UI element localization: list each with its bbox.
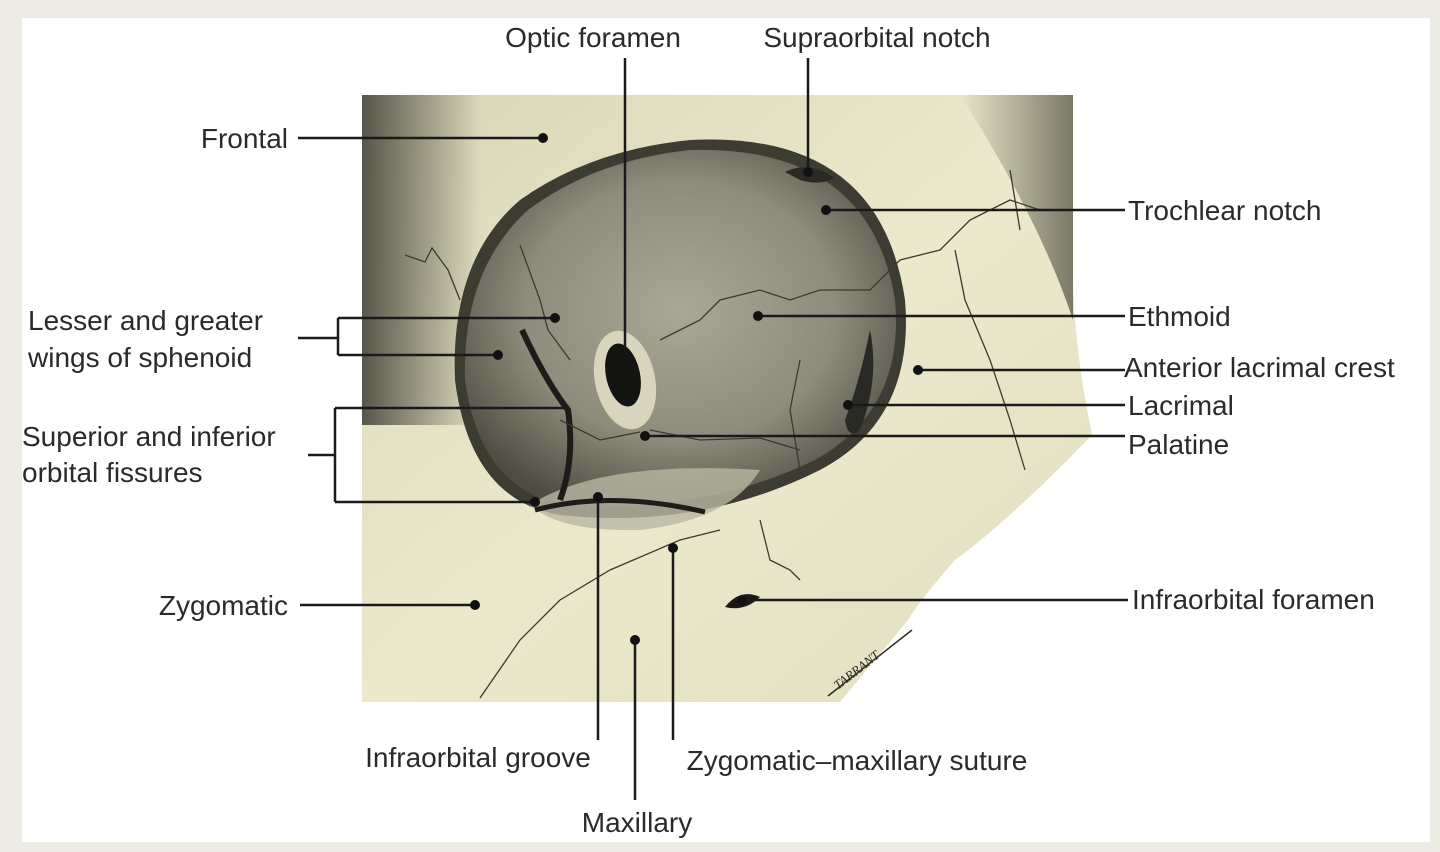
label-fissures-line1: Superior and inferior xyxy=(22,421,276,452)
label-infraorbital-groove: Infraorbital groove xyxy=(365,742,591,773)
label-optic-foramen: Optic foramen xyxy=(505,22,681,53)
label-infraorbital-foramen: Infraorbital foramen xyxy=(1132,584,1375,615)
label-anterior-lacrimal-crest: Anterior lacrimal crest xyxy=(1124,352,1395,383)
pointer-dots xyxy=(470,133,923,645)
label-maxillary: Maxillary xyxy=(582,807,692,838)
label-zygomatic-maxillary-suture: Zygomatic–maxillary suture xyxy=(687,745,1028,776)
orbit-cavity xyxy=(464,149,896,507)
right-brow-shadow xyxy=(960,95,1073,320)
superior-fissure xyxy=(519,328,574,502)
skull-orbit-illustration xyxy=(362,95,1092,702)
labels: Optic foramen Supraorbital notch Frontal… xyxy=(22,22,1395,838)
leader-lines xyxy=(298,58,1128,800)
inferior-fissure xyxy=(534,498,706,515)
label-lacrimal: Lacrimal xyxy=(1128,390,1234,421)
optic-foramen-opening xyxy=(605,343,641,407)
label-wings-line1: Lesser and greater xyxy=(28,305,263,336)
label-palatine: Palatine xyxy=(1128,429,1229,460)
label-wings-line2: wings of sphenoid xyxy=(27,342,252,373)
orbital-floor xyxy=(530,468,760,531)
label-zygomatic: Zygomatic xyxy=(159,590,288,621)
label-supraorbital-notch: Supraorbital notch xyxy=(763,22,990,53)
label-trochlear-notch: Trochlear notch xyxy=(1128,195,1322,226)
label-fissures-line2: orbital fissures xyxy=(22,457,203,488)
label-ethmoid: Ethmoid xyxy=(1128,301,1231,332)
label-frontal: Frontal xyxy=(201,123,288,154)
